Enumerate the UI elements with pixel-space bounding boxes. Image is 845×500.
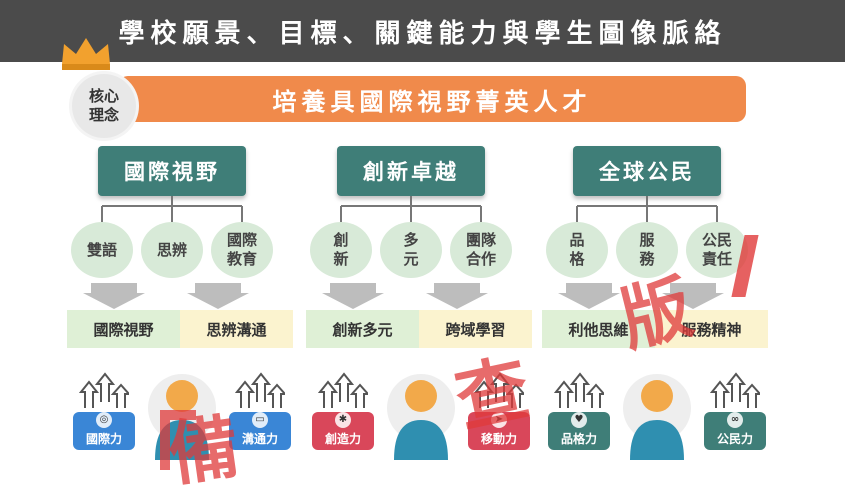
page-title: 學校願景、目標、關鍵能力與學生圖像脈絡: [0, 0, 845, 62]
ability-badge: ▭ 溝通力: [229, 412, 291, 450]
ability-badge: ◎ 國際力: [73, 412, 135, 450]
growth-arrows-icon: [554, 372, 604, 408]
sub-circle: 品 格: [546, 222, 608, 278]
competency-right: 思辨溝通: [180, 310, 293, 348]
pillar-group-3: 全球公民 品 格 服 務 公民 責任 利他思維 服務精神 ♥ 品格力: [538, 140, 778, 460]
competency-left: 國際視野: [67, 310, 180, 348]
down-arrow-icon: [662, 283, 724, 309]
ability-badge: ✱ 創造力: [312, 412, 374, 450]
ability-label: 創造力: [324, 432, 361, 446]
ability-item: ▭ 溝通力: [229, 372, 291, 452]
lightbulb-icon: ✱: [335, 412, 351, 428]
ability-item: ∞ 公民力: [704, 372, 766, 452]
crown-icon: [62, 38, 110, 70]
down-arrow-icon: [426, 283, 488, 309]
down-arrow-icon: [558, 283, 620, 309]
watermark-bracket-left: [160, 410, 196, 470]
connector-lines: [101, 196, 243, 222]
down-arrow-icon: [322, 283, 384, 309]
competency-right: 服務精神: [655, 310, 768, 348]
pillar-group-2: 創新卓越 創 新 多 元 團隊 合作 創新多元 跨域學習 ✱ 創造力: [302, 140, 542, 460]
down-arrow-icon: [83, 283, 145, 309]
sub-circle: 思辨: [141, 222, 203, 278]
sub-circle: 多 元: [380, 222, 442, 278]
competency-bar: 創新多元 跨域學習: [306, 310, 532, 348]
ability-badge: ➤ 移動力: [468, 412, 530, 450]
globe-icon: ◎: [96, 412, 112, 428]
ability-item: ♥ 品格力: [548, 372, 610, 452]
growth-arrows-icon: [79, 372, 129, 408]
competency-bar: 國際視野 思辨溝通: [67, 310, 293, 348]
ability-label: 國際力: [85, 432, 122, 446]
ability-item: ◎ 國際力: [73, 372, 135, 452]
pillar-title: 創新卓越: [337, 146, 485, 196]
ability-label: 品格力: [560, 432, 597, 446]
ability-badge: ♥ 品格力: [548, 412, 610, 450]
pillar-group-1: 國際視野 雙語 思辨 國際 教育 國際視野 思辨溝通 ◎ 國際力: [63, 140, 303, 460]
ability-item: ➤ 移動力: [468, 372, 530, 452]
connector-lines: [576, 196, 718, 222]
core-statement: 培養具國際視野菁英人才: [118, 76, 746, 122]
growth-arrows-icon: [710, 372, 760, 408]
growth-arrows-icon: [235, 372, 285, 408]
ability-label: 公民力: [716, 432, 753, 446]
speech-icon: ▭: [252, 412, 268, 428]
runner-icon: ➤: [491, 412, 507, 428]
sub-circle: 創 新: [310, 222, 372, 278]
competency-left: 創新多元: [306, 310, 419, 348]
pillar-title: 全球公民: [573, 146, 721, 196]
ability-badge: ∞ 公民力: [704, 412, 766, 450]
connector-lines: [340, 196, 482, 222]
people-icon: ∞: [727, 412, 743, 428]
competency-bar: 利他思維 服務精神: [542, 310, 768, 348]
watermark-char: 備: [163, 404, 245, 497]
growth-arrows-icon: [318, 372, 368, 408]
sub-circle: 國際 教育: [211, 222, 273, 278]
competency-right: 跨域學習: [419, 310, 532, 348]
down-arrow-icon: [187, 283, 249, 309]
student-avatar: [623, 374, 691, 460]
ability-label: 溝通力: [241, 432, 278, 446]
sub-circle: 服 務: [616, 222, 678, 278]
student-avatar: [387, 374, 455, 460]
competency-left: 利他思維: [542, 310, 655, 348]
growth-arrows-icon: [474, 372, 524, 408]
sub-circle: 雙語: [71, 222, 133, 278]
sub-circle: 團隊 合作: [450, 222, 512, 278]
heart-hand-icon: ♥: [571, 412, 587, 428]
ability-item: ✱ 創造力: [312, 372, 374, 452]
pillar-title: 國際視野: [98, 146, 246, 196]
ability-label: 移動力: [480, 432, 517, 446]
core-concept-label: 核心 理念: [72, 74, 136, 138]
